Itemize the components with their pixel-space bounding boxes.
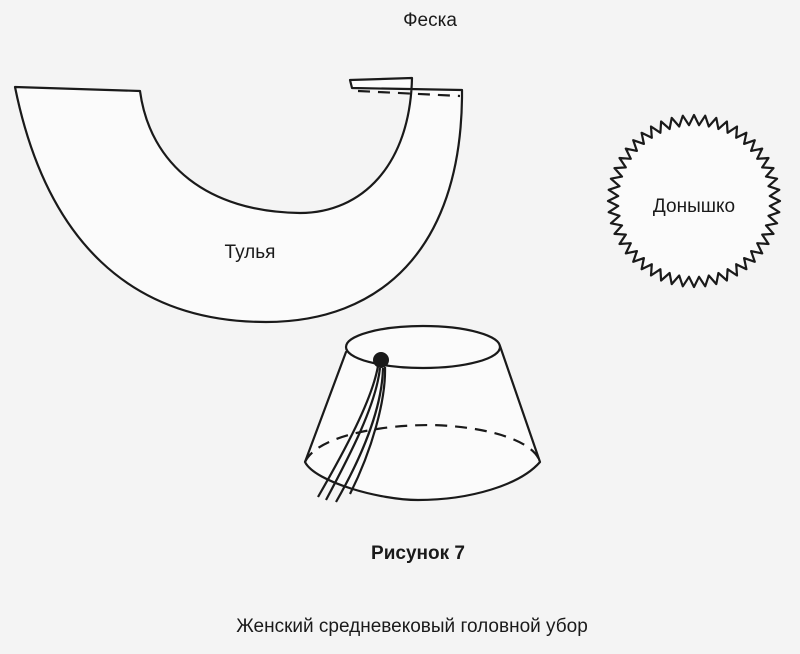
crown-seam-allowance-line bbox=[357, 89, 461, 98]
diagram-title: Феска bbox=[403, 10, 457, 31]
fez-tassel-cord-3 bbox=[335, 367, 385, 503]
fez-top-ellipse bbox=[344, 324, 502, 370]
figure-label: Рисунок 7 bbox=[371, 543, 465, 564]
fez-tassel-cord-4 bbox=[349, 366, 387, 495]
crown-label: Тулья bbox=[225, 242, 276, 263]
fez-tassel-cord-1 bbox=[317, 365, 380, 498]
top-serrated-outline bbox=[606, 113, 782, 289]
crown-outline bbox=[13, 76, 464, 324]
top-label: Донышко bbox=[653, 196, 735, 217]
fez-tassel-button bbox=[373, 352, 389, 368]
fez-tassel-cord-2 bbox=[325, 367, 382, 501]
crown-pattern-piece: Тулья bbox=[13, 76, 464, 324]
fez-illustration bbox=[303, 324, 542, 503]
top-pattern-piece: Донышко bbox=[606, 113, 782, 289]
figure-caption: Женский средневековый головной убор bbox=[236, 616, 588, 637]
